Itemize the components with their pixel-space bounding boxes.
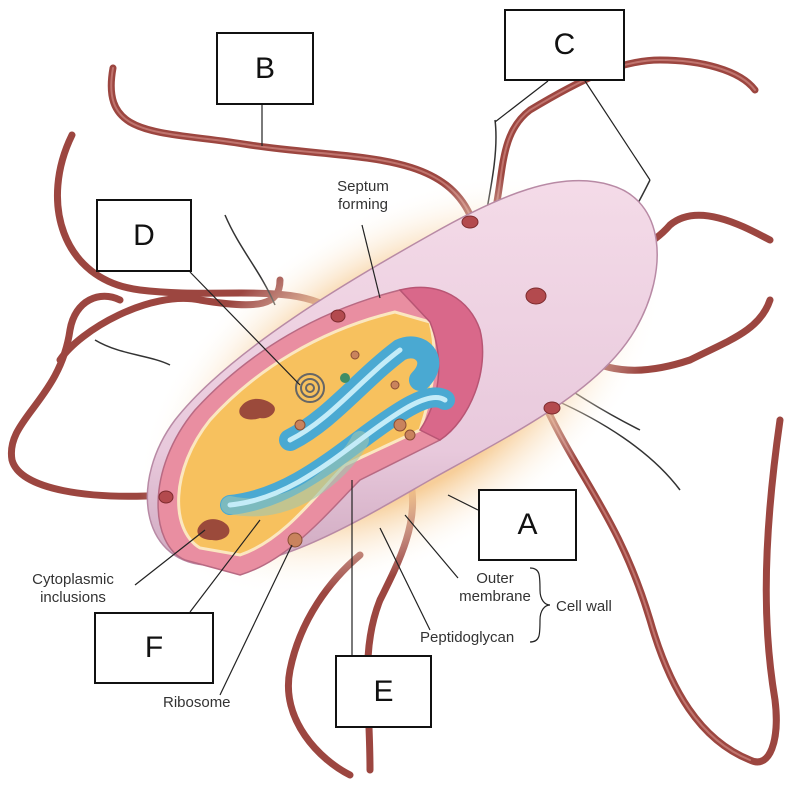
answer-box-d[interactable]: D <box>96 199 192 272</box>
label-ribosome: Ribosome <box>163 694 231 712</box>
pilus-2 <box>95 340 170 365</box>
label-cyto-line2: inclusions <box>18 589 128 607</box>
label-septum-line1: Septum <box>318 178 408 196</box>
leader-c-right <box>585 81 650 180</box>
flagellum-right-lower <box>545 405 780 762</box>
label-outer-line1: Outer <box>450 570 540 588</box>
label-outer-membrane: Outer membrane <box>450 570 540 606</box>
answer-box-b[interactable]: B <box>216 32 314 105</box>
answer-box-e[interactable]: E <box>335 655 432 728</box>
answer-box-c[interactable]: C <box>504 9 625 81</box>
label-cell-wall: Cell wall <box>556 598 612 616</box>
label-septum: Septum forming <box>318 178 408 214</box>
label-peptidoglycan: Peptidoglycan <box>420 629 514 647</box>
label-cytoplasmic-inclusions: Cytoplasmic inclusions <box>18 571 128 607</box>
label-septum-line2: forming <box>318 196 408 214</box>
answer-box-a[interactable]: A <box>478 489 577 561</box>
answer-box-f[interactable]: F <box>94 612 214 684</box>
label-cyto-line1: Cytoplasmic <box>18 571 128 589</box>
label-outer-line2: membrane <box>450 588 540 606</box>
